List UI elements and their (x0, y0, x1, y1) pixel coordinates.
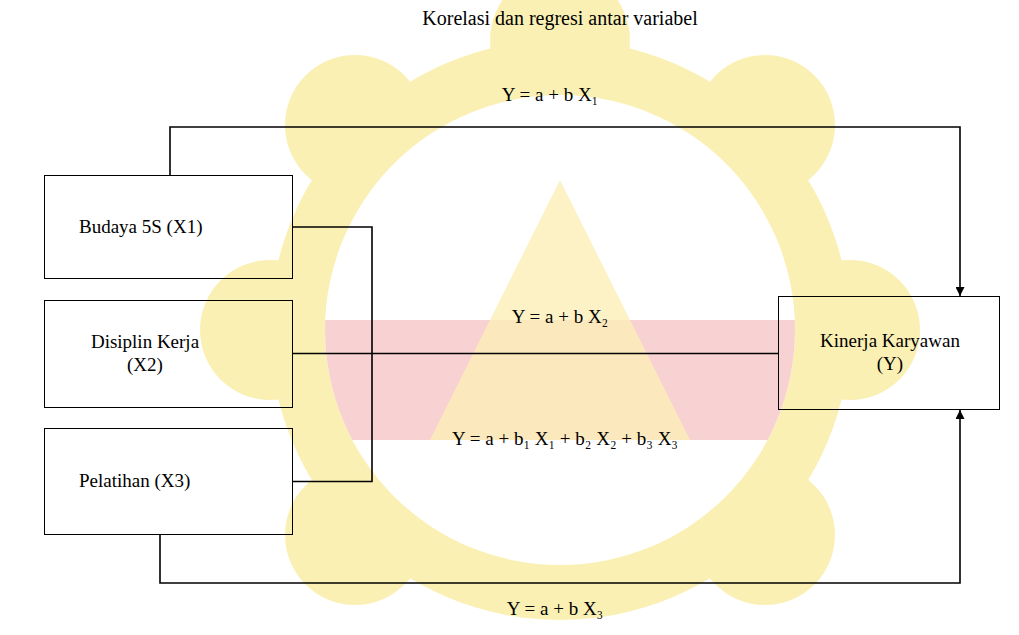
variable-box: Kinerja Karyawan (Y) (778, 296, 1000, 410)
watermark-petal (780, 260, 920, 400)
connector-line (293, 227, 372, 482)
regression-equation: Y = a + b X₂ (512, 306, 608, 329)
regression-equation: Y = a + b X₁ (502, 84, 598, 107)
regression-equation: Y = a + b₁ X₁ + b₂ X₂ + b₃ X₃ (452, 428, 678, 451)
box-label: Pelatihan (X3) (79, 470, 190, 493)
connector-line (293, 353, 778, 355)
variable-box: Budaya 5S (X1) (44, 175, 293, 279)
box-label: Disiplin Kerja (X2) (75, 331, 215, 377)
box-label: Kinerja Karyawan (Y) (815, 330, 965, 376)
box-label: Budaya 5S (X1) (79, 216, 202, 239)
connector-line (170, 127, 960, 296)
watermark-triangle (430, 180, 690, 440)
variable-box: Pelatihan (X3) (44, 428, 293, 535)
watermark-petal (200, 260, 340, 400)
variable-box: Disiplin Kerja (X2) (44, 300, 293, 408)
connector-line (160, 410, 960, 583)
regression-equation: Y = a + b X₃ (507, 598, 603, 621)
watermark-petals (200, 0, 920, 620)
diagram-title: Korelasi dan regresi antar variabel (422, 6, 697, 30)
